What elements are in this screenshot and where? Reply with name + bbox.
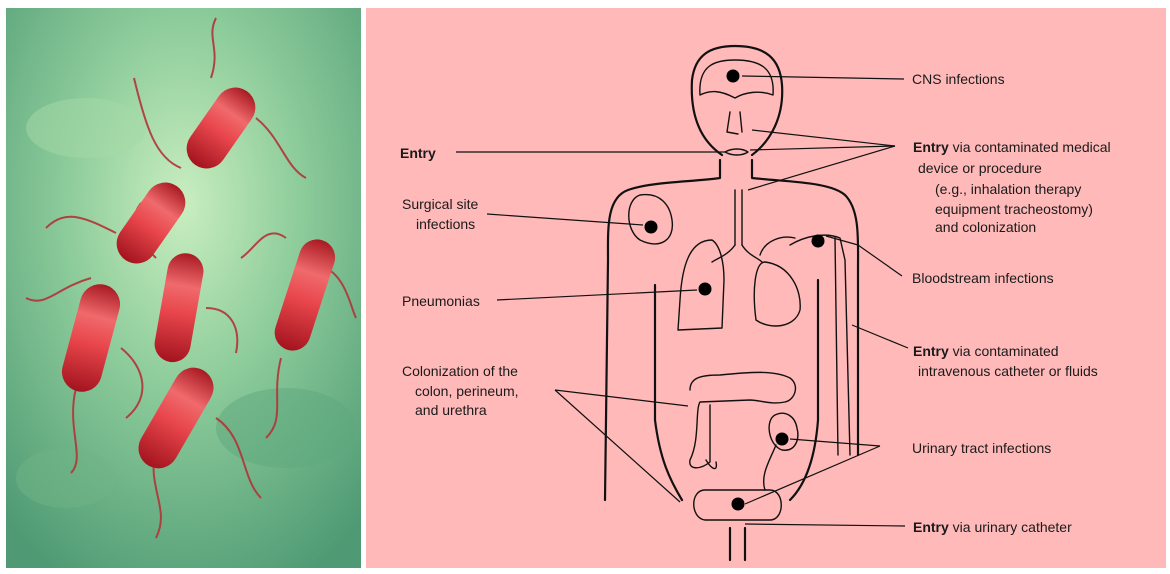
kidney-dot: [776, 433, 789, 446]
label-iv-line2: intravenous catheter or fluids: [918, 363, 1098, 379]
bacteria-image: [6, 8, 361, 568]
label-device-line2: device or procedure: [918, 160, 1042, 176]
label-colon-line2: colon, perineum,: [415, 383, 519, 399]
pneumonia-dot: [699, 283, 712, 296]
infection-sites-diagram: CNS infections Entry Entry via contamina…: [366, 8, 1166, 568]
label-entry-iv: Entry via contaminated: [913, 343, 1059, 359]
surgical-site-dot: [645, 221, 658, 234]
label-entry-urinary: Entry via urinary catheter: [913, 519, 1072, 535]
label-device-line3: (e.g., inhalation therapy: [935, 181, 1081, 197]
label-colon-line3: and urethra: [415, 402, 487, 418]
label-pneumonias: Pneumonias: [402, 293, 480, 309]
cns-dot: [727, 70, 740, 83]
label-surgical-line1: Surgical site: [402, 196, 478, 212]
label-device-line4: equipment tracheostomy): [935, 201, 1093, 217]
label-device-line5: and colonization: [935, 219, 1036, 235]
label-cns-infections: CNS infections: [912, 71, 1005, 87]
diagram-svg: CNS infections Entry Entry via contamina…: [366, 8, 1166, 568]
label-colon-line1: Colonization of the: [402, 363, 518, 379]
label-surgical-line2: infections: [416, 216, 475, 232]
diagram-background: [366, 8, 1166, 568]
label-entry-mouth: Entry: [400, 145, 436, 161]
label-bloodstream-infections: Bloodstream infections: [912, 270, 1054, 286]
label-urinary-tract-infections: Urinary tract infections: [912, 440, 1051, 456]
bloodstream-dot: [812, 235, 825, 248]
bladder-dot: [732, 498, 745, 511]
label-entry-device: Entry via contaminated medical: [913, 139, 1111, 155]
bacteria-illustration: [6, 8, 361, 568]
